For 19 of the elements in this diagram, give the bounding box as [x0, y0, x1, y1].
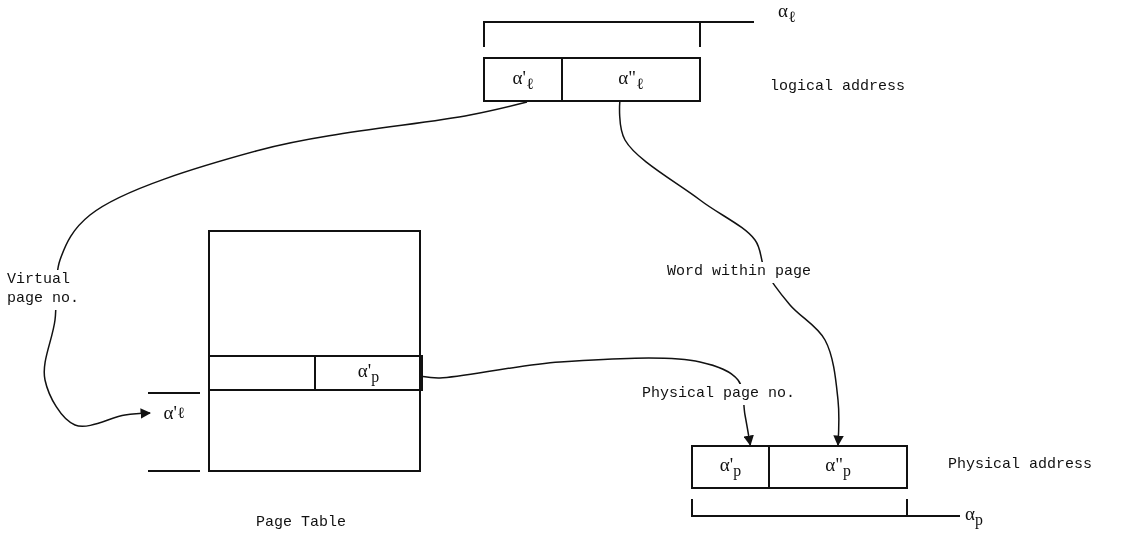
address-field: [768, 445, 908, 489]
address-field: [561, 57, 701, 102]
address-caption: Physical address: [948, 456, 1093, 473]
connector-arrow: [43, 101, 528, 428]
connector-arrow: [618, 101, 844, 447]
address-caption: logical address: [770, 78, 906, 95]
dimension-label: α$_{ℓ}$: [778, 0, 796, 26]
address-field: [483, 57, 563, 102]
page-table: [208, 230, 421, 472]
address-part: α"$_{p}$: [825, 454, 851, 480]
table-caption: Page Table: [256, 514, 346, 531]
address-part: α'$_{p}$: [357, 360, 380, 386]
dimension-label: α$_{p}$: [965, 503, 983, 529]
table-entry: [314, 355, 423, 391]
connector-arrow: [422, 357, 754, 447]
address-part: α"$_{ℓ}$: [618, 66, 644, 93]
address-field: [691, 445, 770, 489]
address-part: α'$_{p}$: [719, 454, 742, 480]
address-part: α'$_{ℓ}$: [512, 66, 534, 93]
